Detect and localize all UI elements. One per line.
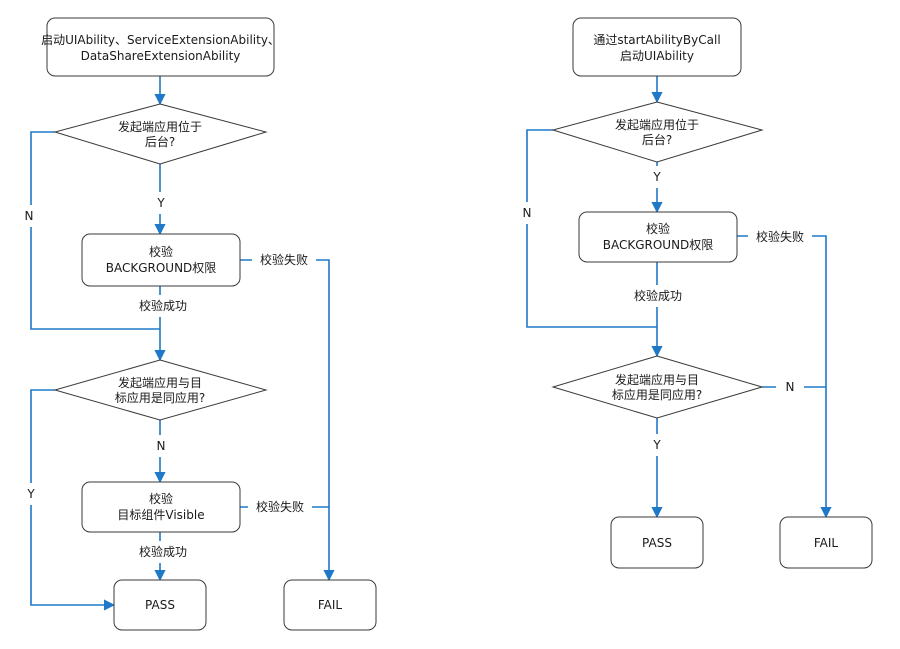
right-flowchart: 通过startAbilityByCall 启动UIAbility 发起端应用位于… [512, 17, 873, 569]
left-label-y1: Y [156, 196, 165, 210]
right-decision-same-app-line1: 发起端应用与目 [615, 372, 699, 387]
right-check-background: 校验 BACKGROUND权限 [578, 211, 738, 263]
left-decision-same-app: 发起端应用与目 标应用是同应用? [53, 359, 268, 421]
left-label-success2: 校验成功 [139, 544, 187, 559]
right-decision-background-line1: 发起端应用位于 [615, 117, 699, 132]
edge-decision1-no [30, 131, 160, 330]
right-label-y1: Y [652, 170, 661, 184]
right-start-line1: 通过startAbilityByCall [593, 33, 720, 47]
left-decision-background-line2: 后台? [145, 134, 175, 149]
left-check-visible-line1: 校验 [149, 491, 173, 506]
left-decision-background-line1: 发起端应用位于 [118, 119, 202, 134]
right-label-y2: Y [652, 438, 661, 452]
right-decision-same-app: 发起端应用与目 标应用是同应用? [551, 355, 764, 419]
left-pass-label: PASS [145, 598, 175, 612]
right-decision-background: 发起端应用位于 后台? [551, 101, 764, 163]
left-pass-node: PASS [113, 579, 207, 631]
left-label-success1: 校验成功 [139, 298, 187, 313]
right-label-n1: N [523, 206, 532, 220]
left-label-y2: Y [26, 487, 35, 501]
right-label-success1: 校验成功 [634, 288, 682, 303]
right-pass-label: PASS [642, 536, 672, 550]
left-check-background-line1: 校验 [149, 244, 173, 259]
edge-check-bg-fail [240, 259, 335, 582]
left-check-background: 校验 BACKGROUND权限 [81, 233, 241, 287]
left-start-line2: DataShareExtensionAbility [81, 49, 241, 63]
left-fail-label: FAIL [318, 598, 343, 612]
left-start-node: 启动UIAbility、ServiceExtensionAbility、 Dat… [41, 17, 280, 77]
right-fail-label: FAIL [814, 536, 839, 550]
left-label-n2: N [157, 439, 166, 453]
left-fail-node: FAIL [283, 579, 377, 631]
left-flowchart: 启动UIAbility、ServiceExtensionAbility、 Dat… [16, 17, 377, 631]
left-start-line1: 启动UIAbility、ServiceExtensionAbility、 [41, 33, 280, 47]
right-label-n2: N [786, 380, 795, 394]
right-edge-labels: Y N 校验失败 校验成功 N Y [512, 166, 812, 456]
left-edge-labels: Y N 校验失败 校验成功 N Y 校验失败 校验成功 [16, 192, 316, 563]
right-start-node: 通过startAbilityByCall 启动UIAbility [572, 17, 742, 77]
left-decision-background: 发起端应用位于 后台? [53, 103, 268, 165]
left-decision-same-app-line2: 标应用是同应用? [115, 390, 205, 405]
right-decision-background-line2: 后台? [642, 132, 672, 147]
left-label-n1: N [25, 209, 34, 223]
right-label-fail1: 校验失败 [756, 229, 804, 244]
left-label-fail1: 校验失败 [260, 252, 308, 267]
left-decision-same-app-line1: 发起端应用与目 [118, 375, 202, 390]
right-pass-node: PASS [610, 516, 704, 569]
right-start-line2: 启动UIAbility [620, 49, 694, 63]
left-label-fail2: 校验失败 [256, 499, 304, 514]
left-check-visible-line2: 目标组件Visible [117, 508, 204, 522]
left-check-background-line2: BACKGROUND权限 [106, 261, 217, 275]
right-check-background-line1: 校验 [646, 221, 670, 236]
right-check-background-line2: BACKGROUND权限 [603, 238, 714, 252]
left-check-visible: 校验 目标组件Visible [81, 481, 241, 533]
edge-r-decision1-no [526, 129, 657, 328]
right-fail-node: FAIL [779, 516, 873, 569]
right-decision-same-app-line2: 标应用是同应用? [612, 387, 702, 402]
